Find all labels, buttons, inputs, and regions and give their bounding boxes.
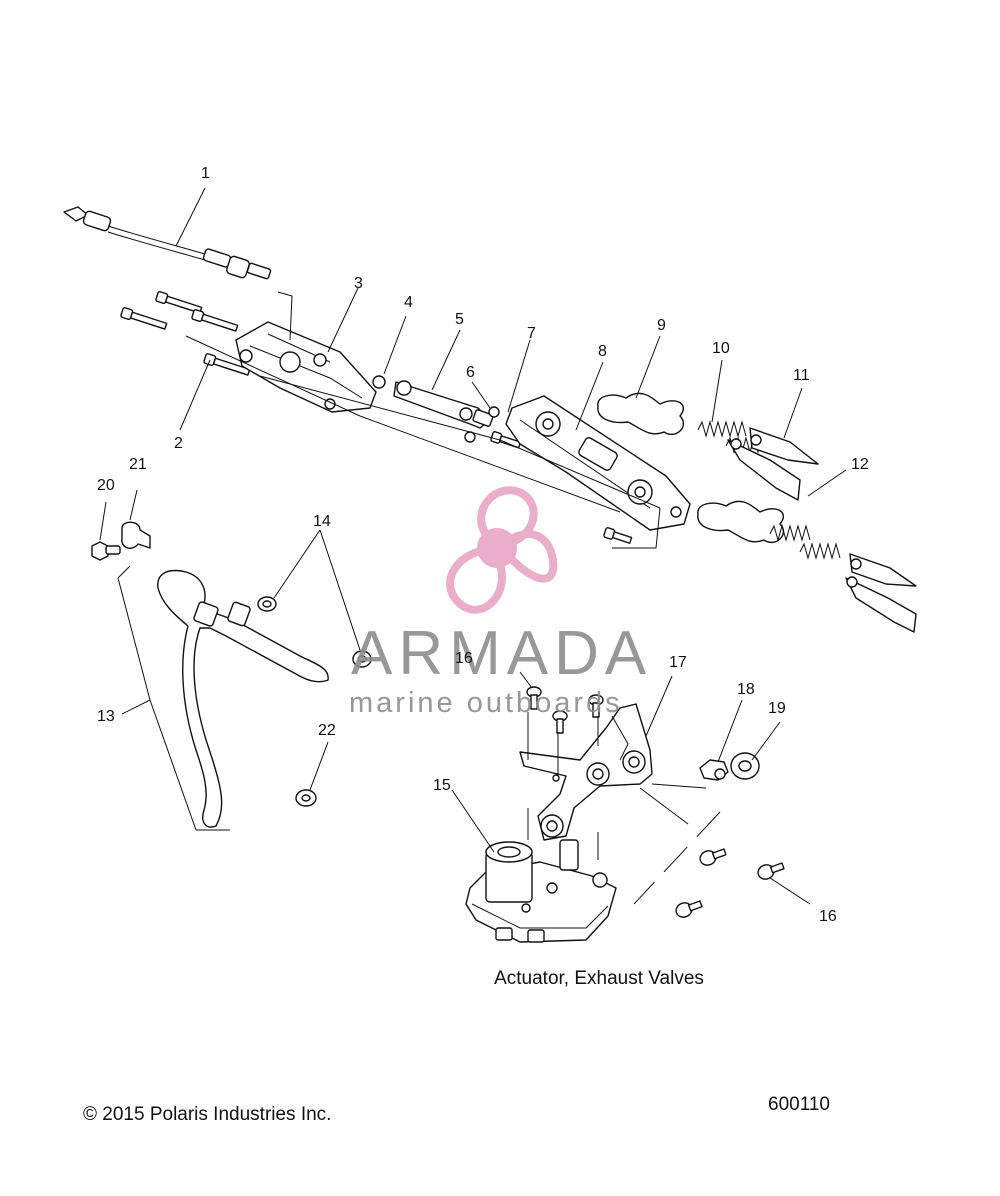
part-16-screws-lower <box>675 848 785 918</box>
callout-1: 1 <box>201 165 210 182</box>
armada-watermark: ARMADA marine outboards <box>349 486 652 719</box>
part-11-valve-lower <box>849 553 917 587</box>
drawing-number: 600110 <box>768 1094 830 1115</box>
callout-5: 5 <box>455 311 464 328</box>
callout-2: 2 <box>174 435 183 452</box>
assembly-centre-lines <box>185 291 661 549</box>
part-2-bolts <box>120 291 251 376</box>
callout-3: 3 <box>354 275 363 292</box>
callout-14: 14 <box>313 513 331 530</box>
part-15-actuator <box>465 839 617 943</box>
callout-labels: 1 2 3 4 5 6 7 8 9 10 11 12 13 14 15 16 1… <box>97 165 869 925</box>
part-10-spring-lower <box>769 524 841 560</box>
part-13-hose <box>157 569 329 828</box>
callout-11: 11 <box>793 367 810 384</box>
part-9-gasket-lower <box>697 500 785 543</box>
callout-19: 19 <box>768 700 786 717</box>
part-12-valve-lower <box>845 576 917 633</box>
part-21-clip <box>121 521 151 549</box>
callout-21: 21 <box>129 456 147 473</box>
callout-17: 17 <box>669 654 687 671</box>
watermark-brand: ARMADA <box>351 619 652 688</box>
callout-12: 12 <box>851 456 869 473</box>
part-12-valve-upper <box>727 438 801 501</box>
callout-4: 4 <box>404 294 413 311</box>
part-14-clamps <box>257 596 372 668</box>
callout-7: 7 <box>527 325 536 342</box>
part-3-housing <box>235 321 377 413</box>
leader-lines <box>99 187 847 905</box>
callout-16-lower: 16 <box>819 908 837 925</box>
callout-15: 15 <box>433 777 451 794</box>
part-6-nut <box>464 406 500 443</box>
part-18-nut <box>699 759 729 781</box>
part-8-bolt <box>603 527 633 544</box>
callout-9: 9 <box>657 317 666 334</box>
callout-18: 18 <box>737 681 755 698</box>
part-5-lever <box>393 380 494 429</box>
callout-10: 10 <box>712 340 730 357</box>
part-8-shaft-housing <box>505 395 691 531</box>
callout-22: 22 <box>318 722 336 739</box>
part-20-bolt <box>91 541 121 561</box>
diagram-caption: Actuator, Exhaust Valves <box>494 968 704 989</box>
part-1-cable <box>63 206 272 280</box>
part-4-bushing <box>372 375 386 389</box>
part-17-bracket <box>519 703 653 841</box>
part-9-gasket-upper <box>597 392 685 435</box>
watermark-tagline: marine outboards <box>349 687 623 719</box>
callout-16-upper: 16 <box>455 650 473 667</box>
armada-propeller-logo <box>446 486 558 614</box>
part-16-screws-upper <box>526 686 604 734</box>
callout-20: 20 <box>97 477 115 494</box>
copyright-notice: © 2015 Polaris Industries Inc. <box>83 1104 332 1125</box>
callout-8: 8 <box>598 343 607 360</box>
callout-13: 13 <box>97 708 115 725</box>
part-22-clamp <box>295 789 317 807</box>
part-11-valve-upper <box>749 427 819 465</box>
callout-6: 6 <box>466 364 475 381</box>
